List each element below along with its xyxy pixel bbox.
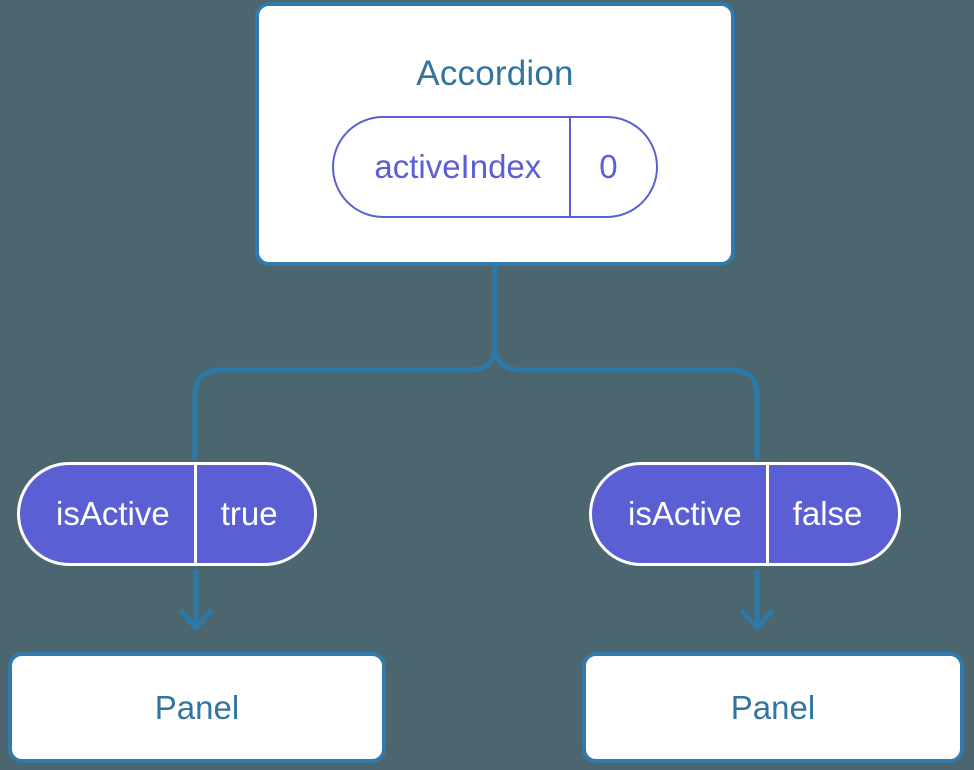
prop-value-active-index: 0 <box>569 118 655 216</box>
node-panel-right[interactable]: Panel <box>582 652 964 763</box>
prop-pill-is-active-right[interactable]: isActive false <box>589 462 902 566</box>
prop-key-active-index: activeIndex <box>374 148 542 185</box>
panel-left-label: Panel <box>154 688 240 726</box>
arrow-head-left <box>179 609 213 631</box>
branch-right <box>492 344 760 460</box>
panel-right-label: Panel <box>730 688 816 726</box>
branch-left <box>192 344 498 460</box>
node-panel-left[interactable]: Panel <box>8 652 386 763</box>
prop-value-is-active-left: true <box>193 465 314 563</box>
prop-key-is-active-left: isActive <box>56 495 170 532</box>
node-accordion[interactable]: Accordion activeIndex 0 <box>255 2 735 266</box>
accordion-title: Accordion <box>416 54 574 93</box>
prop-value-is-active-right: false <box>765 465 899 563</box>
arrow-head-right <box>740 609 774 631</box>
prop-pill-active-index[interactable]: activeIndex 0 <box>332 116 658 218</box>
prop-key-is-active-right: isActive <box>628 495 742 532</box>
prop-pill-is-active-left[interactable]: isActive true <box>17 462 317 566</box>
